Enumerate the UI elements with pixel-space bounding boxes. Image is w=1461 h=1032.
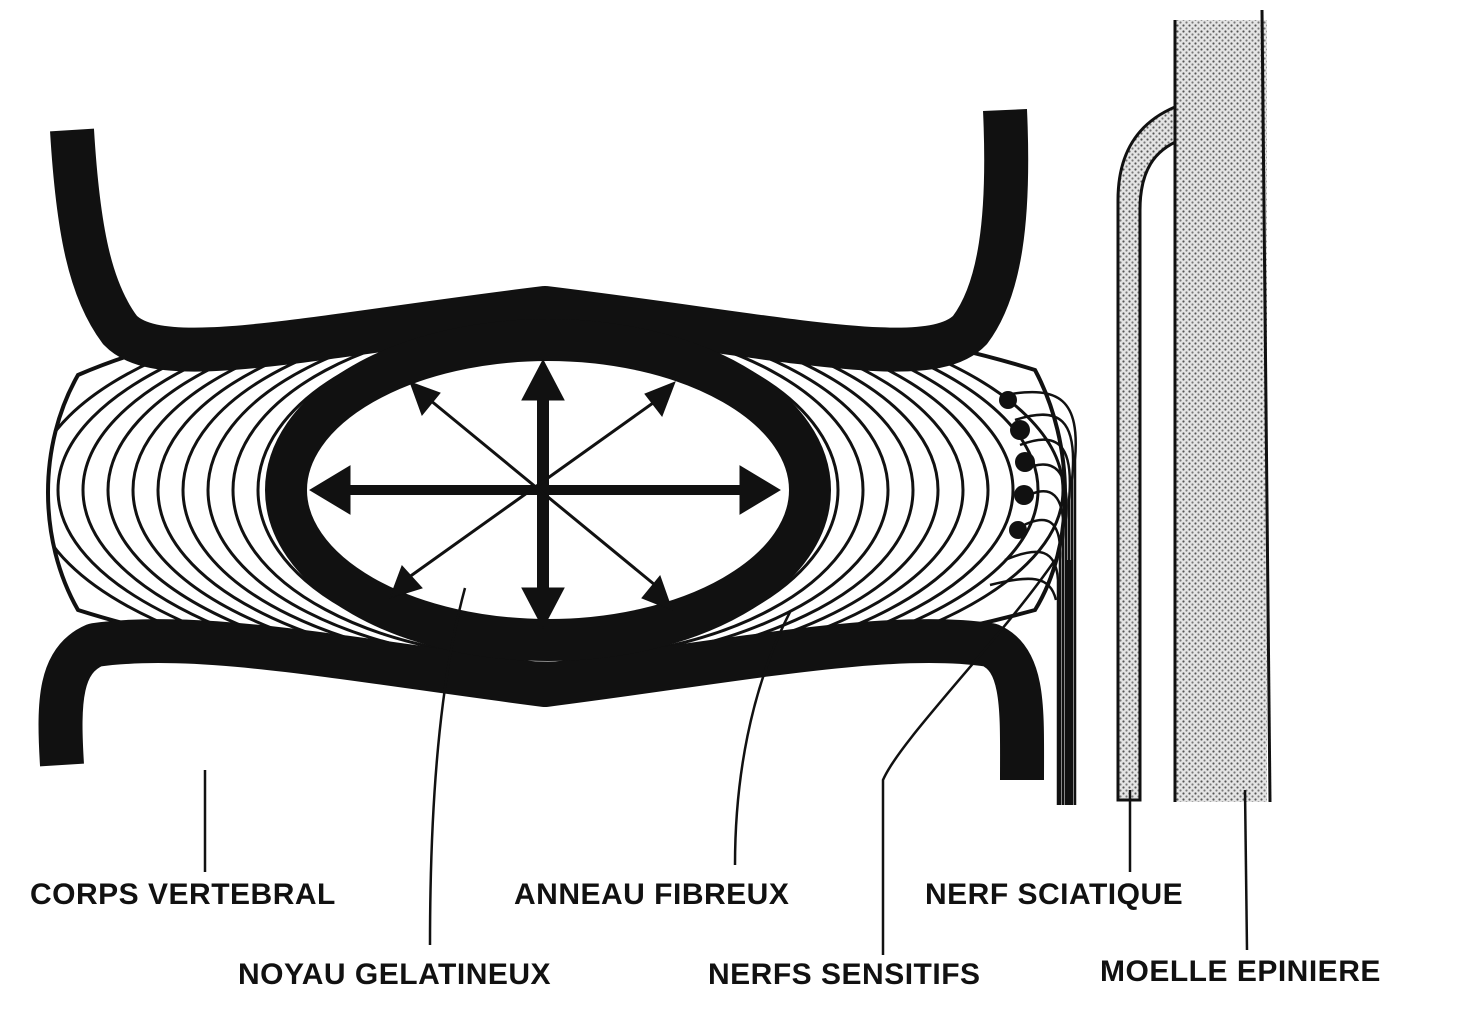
label-anneau-fibreux: ANNEAU FIBREUX [514, 878, 790, 911]
leader-noyau-gelatineux [428, 587, 467, 946]
nerve-ending-dots [999, 391, 1035, 539]
annulus-lamella-7 [106, 316, 990, 672]
annulus-lamella-8 [81, 316, 1015, 672]
moelle-epiniere-edge-right [1260, 9, 1272, 803]
upper-vertebral-body [50, 109, 1029, 372]
annulus-lamella-10 [48, 316, 1065, 672]
label-noyau-gelatineux: NOYAU GELATINEUX [238, 958, 552, 991]
lower-vertebral-body [38, 618, 1045, 781]
moelle-epiniere-shape [1175, 20, 1267, 802]
annulus-lamella-6 [131, 316, 965, 672]
label-corps-vertebral: CORPS VERTEBRAL [30, 878, 336, 911]
label-moelle-epiniere: MOELLE EPINIERE [1100, 955, 1381, 988]
leader-moelle-epiniere [1243, 789, 1249, 951]
label-nerfs-sensitifs: NERFS SENSITIFS [708, 958, 981, 991]
leader-lines [203, 559, 1249, 955]
label-nerf-sciatique: NERF SCIATIQUE [925, 878, 1184, 911]
annulus-lamella-9 [56, 316, 1040, 672]
leader-anneau-fibreux [733, 611, 792, 866]
nerf-sciatique-shape [1116, 102, 1182, 802]
pressure-arrows [309, 358, 781, 630]
leader-nerfs-sensitifs [881, 559, 1057, 955]
